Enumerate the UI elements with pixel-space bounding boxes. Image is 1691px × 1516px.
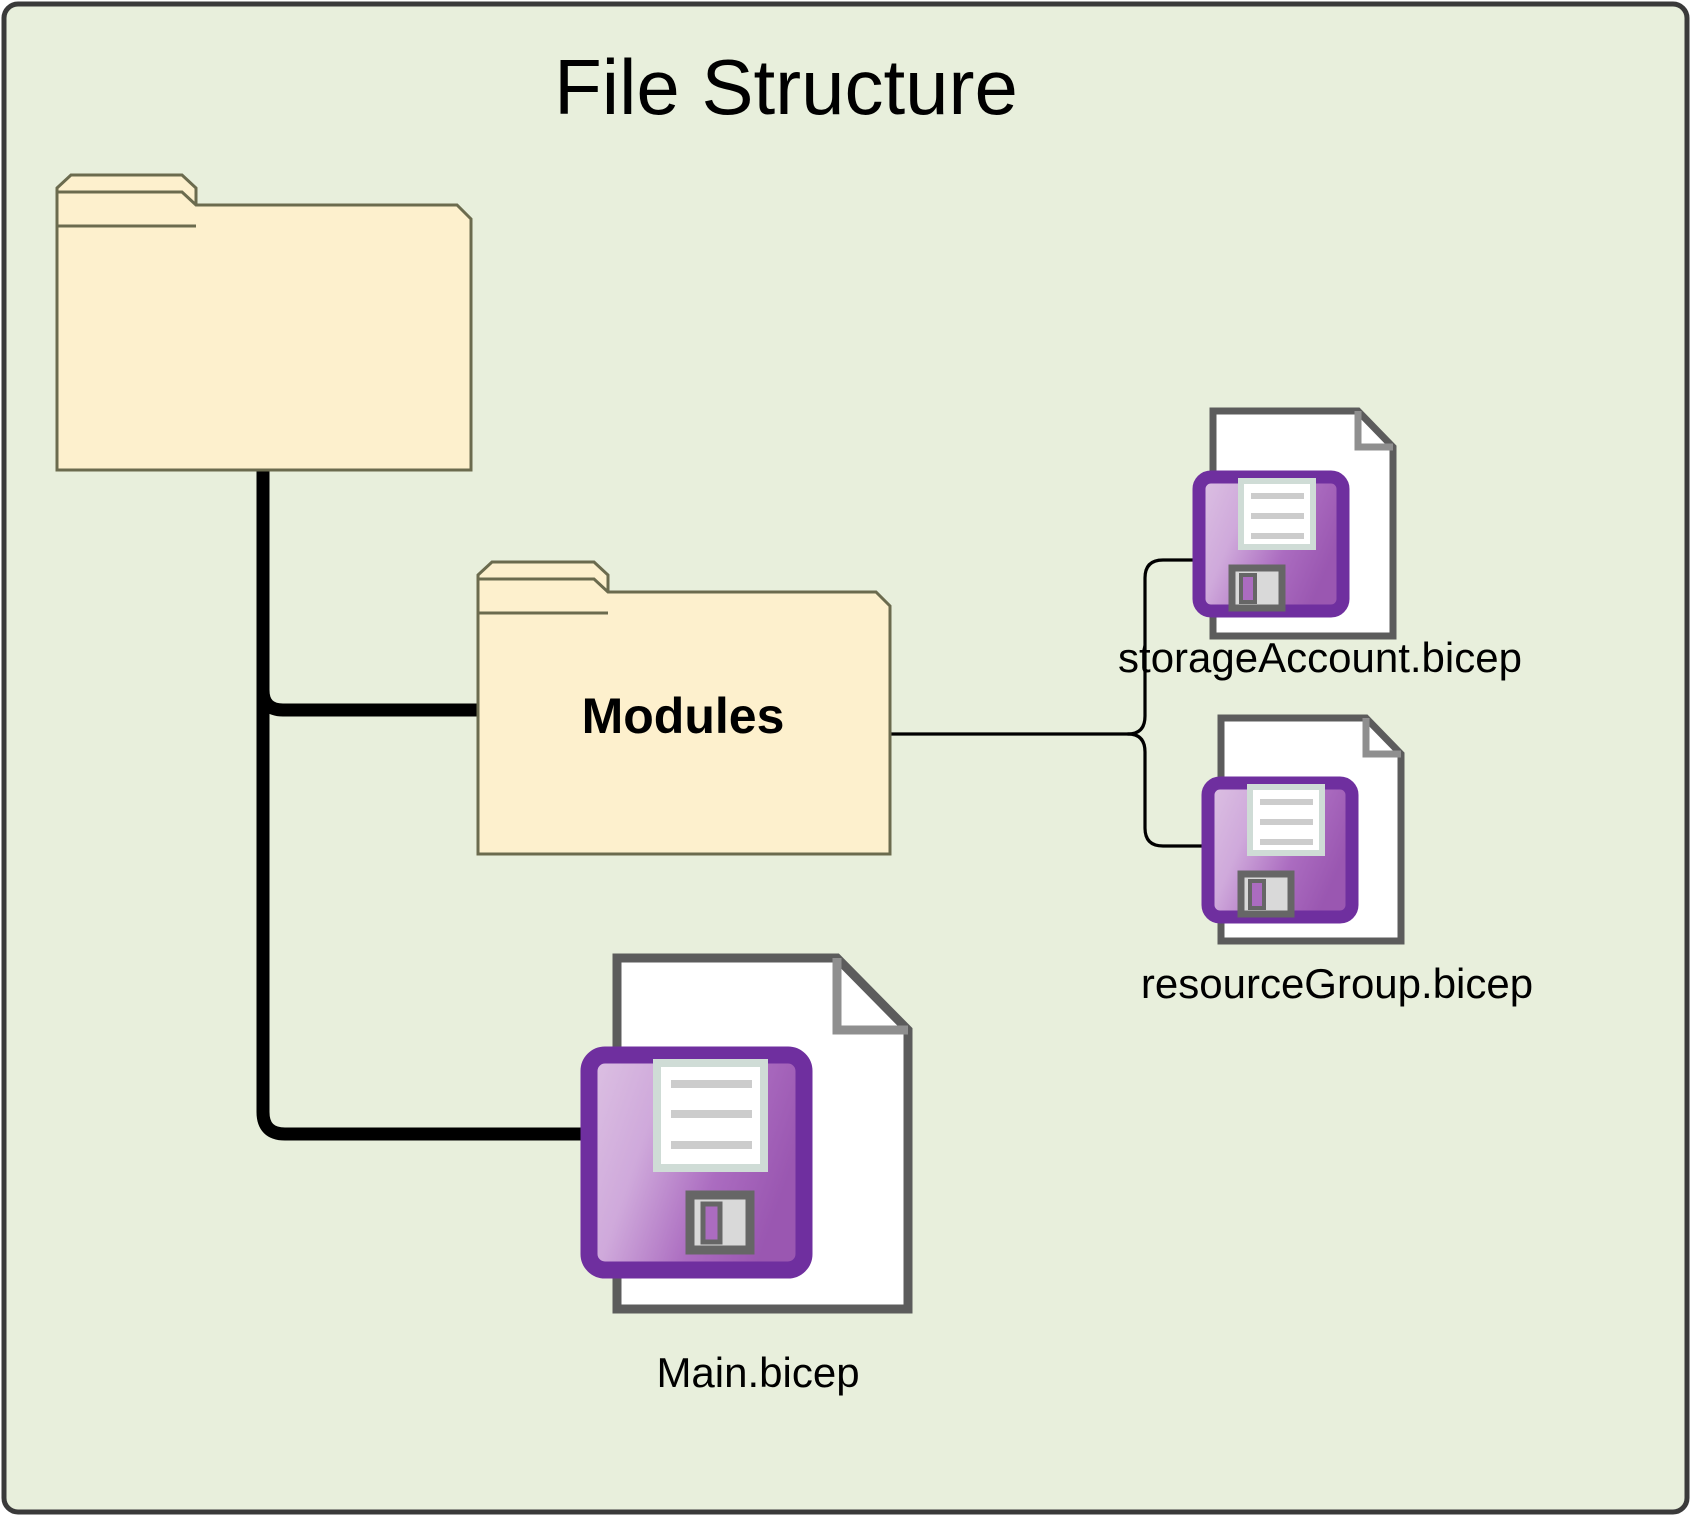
modules-folder-label: Modules: [582, 688, 785, 744]
modules-folder-body: [476, 577, 892, 856]
storage-floppy-label-line-3: [1251, 533, 1304, 539]
resource-group-bicep-file[interactable]: resourceGroup.bicep: [1141, 714, 1533, 1007]
main-bicep-file[interactable]: Main.bicep: [580, 953, 913, 1396]
resourcegroup-document-corner-fold: [1362, 718, 1401, 758]
storage-account-bicep-file[interactable]: storageAccount.bicep: [1118, 407, 1522, 681]
resourcegroup-floppy-label-line-2: [1260, 819, 1313, 825]
edge-root-to-main: [256, 463, 607, 1141]
main-floppy-label-line-1: [671, 1080, 752, 1088]
main-floppy-label-line-2: [671, 1110, 752, 1118]
resourcegroup-floppy-shutter-slot: [1248, 879, 1266, 910]
storage-floppy-shutter-slot: [1239, 573, 1257, 604]
edge-branch-to-resourcegroup: [1126, 732, 1294, 848]
modules-folder[interactable]: Modules: [476, 560, 892, 856]
main-floppy-shutter-slot: [700, 1201, 723, 1245]
main-floppy-label-line-3: [671, 1141, 752, 1149]
edge-branch-to-storage: [1126, 558, 1294, 736]
resourcegroup-floppy-label-line-1: [1260, 799, 1313, 805]
page-title: File Structure: [554, 43, 1018, 131]
storage-floppy-label-line-1: [1251, 493, 1304, 499]
resource-group-bicep-file-label: resourceGroup.bicep: [1141, 960, 1533, 1007]
storage-account-bicep-file-label: storageAccount.bicep: [1118, 634, 1522, 681]
main-document-corner-fold: [832, 958, 908, 1035]
storage-floppy-label-line-2: [1251, 513, 1304, 519]
storage-document-corner-fold: [1354, 411, 1393, 451]
resourcegroup-floppy-label-line-3: [1260, 839, 1313, 845]
root-folder[interactable]: [55, 173, 473, 472]
main-bicep-file-label: Main.bicep: [656, 1349, 859, 1396]
root-folder-body: [55, 190, 473, 472]
